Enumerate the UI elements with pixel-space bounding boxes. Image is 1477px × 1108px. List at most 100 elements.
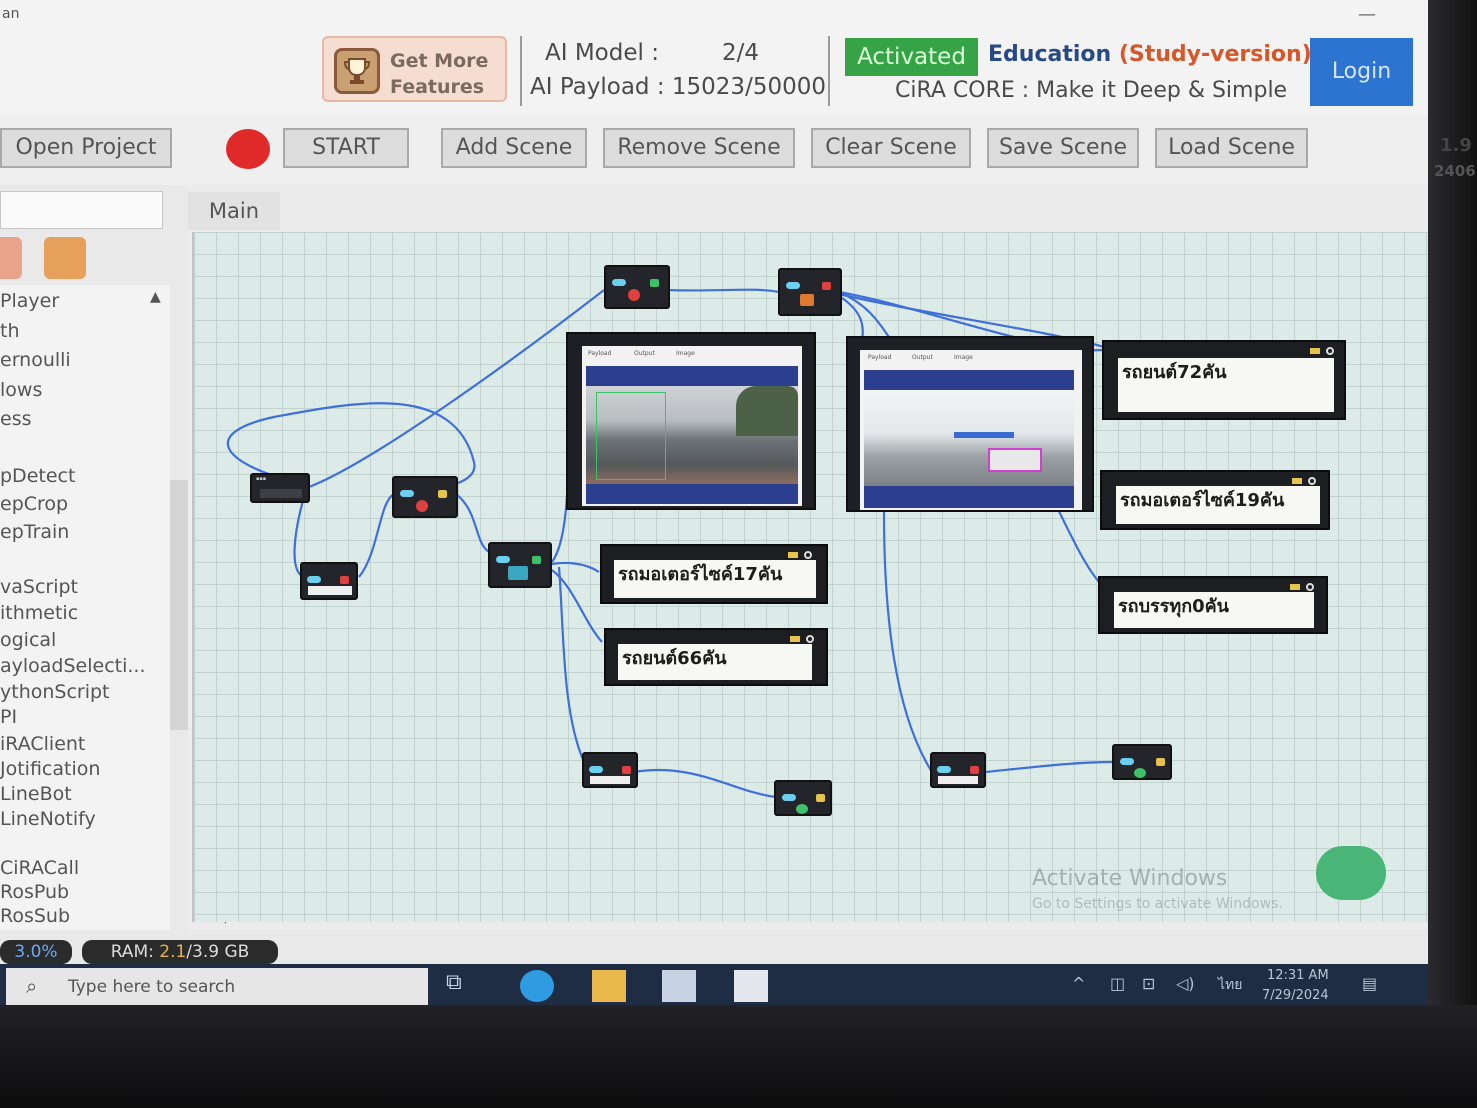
sidebar-node-item[interactable]: Jotification bbox=[0, 758, 101, 780]
clock-date: 7/29/2024 bbox=[1262, 988, 1329, 1003]
ram-used: 2.1 bbox=[159, 942, 187, 962]
deep-detect-node[interactable] bbox=[488, 542, 552, 588]
sidebar-node-item[interactable]: epTrain bbox=[0, 521, 70, 543]
sidebar-node-item[interactable]: RosSub bbox=[0, 905, 71, 927]
sidebar-node-item[interactable]: th bbox=[0, 320, 20, 342]
detection-box bbox=[596, 392, 666, 480]
line-notify-node-right[interactable] bbox=[1112, 744, 1172, 780]
volume-icon[interactable]: ◁) bbox=[1176, 974, 1195, 993]
sidebar-node-item[interactable]: LineBot bbox=[0, 783, 72, 805]
delay-node[interactable] bbox=[300, 562, 358, 600]
sidebar-node-item[interactable]: epCrop bbox=[0, 493, 69, 515]
sidebar-node-item[interactable]: PI bbox=[0, 706, 18, 728]
clear-scene-button[interactable]: Clear Scene bbox=[811, 128, 971, 168]
motorcycle-count-text-left: รถมอเตอร์ไซค์17คัน bbox=[614, 560, 816, 598]
get-more-features-button[interactable]: Get More Features bbox=[322, 36, 507, 102]
video-clip-node[interactable] bbox=[392, 476, 458, 518]
record-indicator-icon[interactable] bbox=[226, 129, 270, 169]
monitor-tab-output[interactable]: Output bbox=[634, 350, 655, 357]
ram-label: RAM: bbox=[110, 942, 160, 962]
load-scene-button[interactable]: Load Scene bbox=[1155, 128, 1308, 168]
activate-windows-watermark-sub: Go to Settings to activate Windows. bbox=[1032, 896, 1283, 912]
ciracore-logo-icon[interactable] bbox=[1316, 846, 1386, 900]
sidebar-node-item[interactable]: ernoulli bbox=[0, 349, 71, 371]
window-title: an bbox=[2, 6, 20, 22]
monitor-tab-image[interactable]: Image bbox=[676, 350, 695, 357]
clock[interactable]: 12:31 AM 7/29/2024 bbox=[1262, 966, 1329, 1005]
ram-total: /3.9 GB bbox=[186, 942, 250, 962]
login-button[interactable]: Login bbox=[1310, 38, 1413, 106]
mail-icon[interactable] bbox=[734, 970, 768, 1002]
sidebar-node-item[interactable]: pDetect bbox=[0, 465, 76, 487]
delay-node-bottom-right[interactable] bbox=[930, 752, 986, 788]
video-clip-node-top[interactable] bbox=[604, 265, 670, 309]
edition-label: Education (Study-version) bbox=[988, 42, 1312, 67]
minimize-button[interactable]: — bbox=[1358, 4, 1376, 25]
sidebar-node-item[interactable]: ythonScript bbox=[0, 681, 110, 703]
motorcycle-count-text-right: รถมอเตอร์ไซค์19คัน bbox=[1116, 486, 1320, 524]
network-icon[interactable]: ⊡ bbox=[1142, 974, 1156, 993]
camera-feed-image bbox=[586, 386, 798, 484]
task-view-icon[interactable]: ⧉ bbox=[446, 970, 462, 995]
sidebar-node-item[interactable]: vaScript bbox=[0, 576, 78, 598]
open-project-button[interactable]: Open Project bbox=[0, 128, 172, 168]
truck-count-display[interactable]: รถบรรทุก0คัน bbox=[1098, 576, 1328, 634]
start-button[interactable]: START bbox=[283, 128, 409, 168]
tab-main[interactable]: Main bbox=[188, 192, 280, 230]
header-divider bbox=[828, 36, 830, 106]
sidebar-node-item[interactable]: RosPub bbox=[0, 881, 70, 903]
detection-box bbox=[988, 448, 1042, 472]
car-count-text-left: รถยนต์66คัน bbox=[618, 644, 812, 680]
sidebar-node-item[interactable]: Player bbox=[0, 290, 60, 312]
notification-icon[interactable]: ▤ bbox=[1362, 974, 1378, 993]
sidebar-node-item[interactable]: LineNotify bbox=[0, 808, 96, 830]
save-scene-button[interactable]: Save Scene bbox=[987, 128, 1139, 168]
flow-canvas[interactable]: ▪▪▪ bbox=[192, 232, 1430, 922]
deep-detect-node-top[interactable] bbox=[778, 268, 842, 316]
sidebar-node-item[interactable]: ithmetic bbox=[0, 602, 79, 624]
sidebar-node-item[interactable]: iRAClient bbox=[0, 733, 86, 755]
line-notify-node-left[interactable] bbox=[774, 780, 832, 816]
motorcycle-count-display-left[interactable]: รถมอเตอร์ไซค์17คัน bbox=[600, 544, 828, 604]
sidebar-node-item[interactable]: ayloadSelecti... bbox=[0, 655, 146, 677]
sidebar-scrollbar[interactable] bbox=[170, 480, 188, 730]
clock-time: 12:31 AM bbox=[1266, 968, 1329, 983]
tagline: CiRA CORE : Make it Deep & Simple bbox=[895, 78, 1288, 103]
chevron-up-icon[interactable]: ^ bbox=[1072, 974, 1086, 993]
taskbar-search-input[interactable]: ⌕ Type here to search bbox=[6, 968, 428, 1005]
get-more-line2: Features bbox=[390, 76, 485, 98]
monitor-tab-payload[interactable]: Payload bbox=[868, 354, 892, 361]
car-count-display[interactable]: รถยนต์72คัน bbox=[1102, 340, 1346, 420]
file-explorer-icon[interactable] bbox=[592, 970, 626, 1002]
sidebar-node-item[interactable]: lows bbox=[0, 379, 43, 401]
activate-windows-watermark: Activate Windows bbox=[1032, 866, 1228, 891]
delay-node-bottom-left[interactable] bbox=[582, 752, 638, 788]
sidebar-node-item[interactable]: ogical bbox=[0, 629, 57, 651]
car-count-display-left[interactable]: รถยนต์66คัน bbox=[604, 628, 828, 686]
chevron-up-icon[interactable]: ▲ bbox=[150, 289, 161, 305]
debug-monitor-left[interactable]: Payload Output Image bbox=[566, 332, 816, 510]
motorcycle-count-display-right[interactable]: รถมอเตอร์ไซค์19คัน bbox=[1100, 470, 1330, 530]
debug-monitor-right[interactable]: Payload Output Image bbox=[846, 336, 1094, 512]
add-scene-button[interactable]: Add Scene bbox=[441, 128, 587, 168]
store-icon[interactable] bbox=[662, 970, 696, 1002]
sidebar-node-item[interactable]: CiRACall bbox=[0, 857, 80, 879]
edition-subtitle: (Study-version) bbox=[1118, 42, 1312, 67]
monitor-tab-image[interactable]: Image bbox=[954, 354, 973, 361]
ai-payload: AI Payload : 15023/50000 bbox=[530, 74, 826, 100]
palette-category-icon[interactable] bbox=[0, 237, 22, 279]
edge-browser-icon[interactable] bbox=[520, 970, 554, 1002]
header: Get More Features AI Model : 2/4 AI Payl… bbox=[0, 30, 1430, 115]
car-count-text: รถยนต์72คัน bbox=[1118, 358, 1334, 412]
header-divider bbox=[520, 36, 522, 106]
language-indicator[interactable]: ไทย bbox=[1218, 977, 1243, 993]
book-icon[interactable] bbox=[44, 237, 86, 279]
remove-scene-button[interactable]: Remove Scene bbox=[603, 128, 795, 168]
video-node[interactable]: ▪▪▪ bbox=[250, 473, 310, 503]
monitor-tab-output[interactable]: Output bbox=[912, 354, 933, 361]
node-search-input[interactable] bbox=[0, 191, 163, 229]
monitor-tab-payload[interactable]: Payload bbox=[588, 350, 612, 357]
ai-model-label: AI Model : bbox=[545, 40, 659, 66]
meet-icon[interactable]: ◫ bbox=[1110, 974, 1126, 993]
sidebar-node-item[interactable]: ess bbox=[0, 408, 32, 430]
